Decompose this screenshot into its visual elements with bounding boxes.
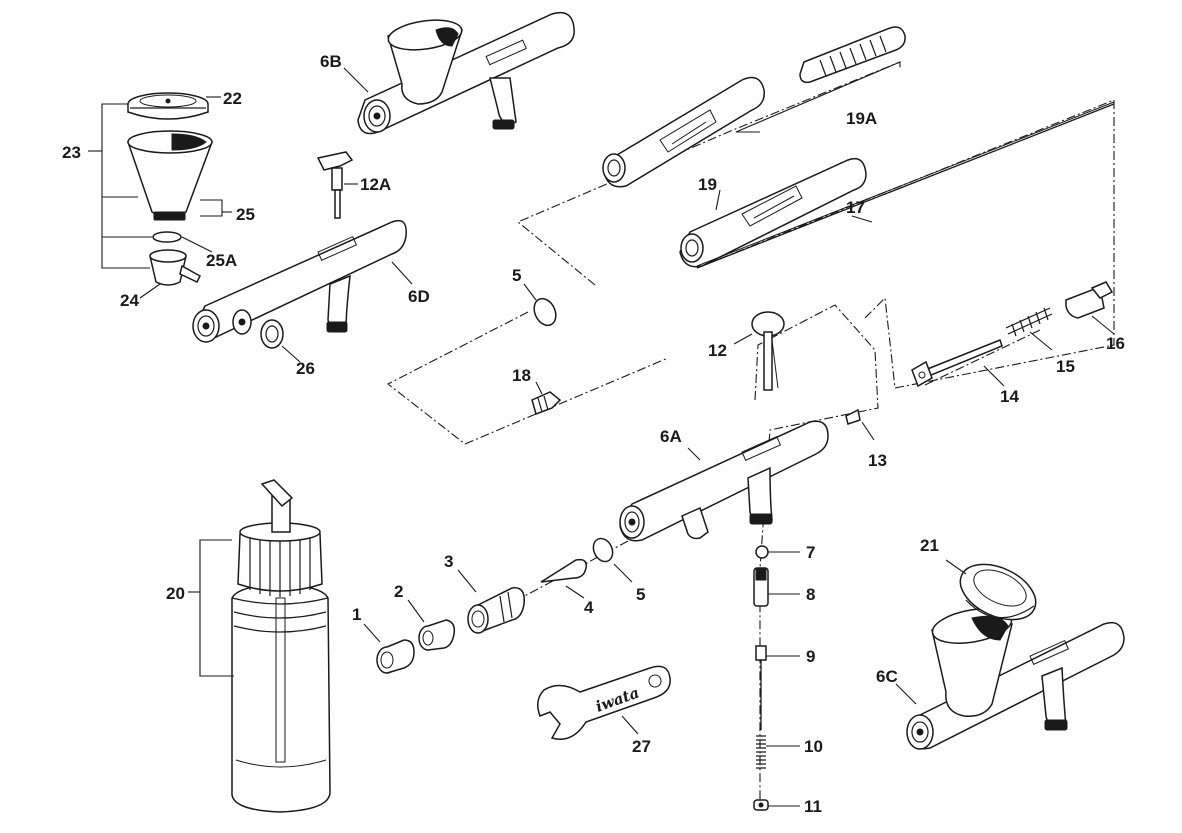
label-25: 25 (236, 205, 255, 224)
label-21: 21 (920, 536, 939, 555)
label-2: 2 (394, 582, 403, 601)
bottle-20 (231, 479, 331, 813)
label-10: 10 (804, 737, 823, 756)
o-ring-5-upper (533, 297, 557, 327)
label-23: 23 (62, 143, 81, 162)
part-16 (1065, 281, 1114, 319)
label-6b: 6B (320, 52, 342, 71)
label-14: 14 (1000, 387, 1019, 406)
label-19: 19 (698, 175, 717, 194)
label-6a: 6A (660, 427, 682, 446)
airbrush-body-6d (192, 219, 407, 349)
needle-17 (696, 101, 1115, 269)
label-13: 13 (868, 451, 887, 470)
airbrush-body-6a (619, 420, 829, 542)
label-26: 26 (296, 359, 315, 378)
airbrush-body-6b (357, 11, 575, 135)
label-12: 12 (708, 341, 727, 360)
label-24: 24 (120, 291, 139, 310)
part-18 (531, 391, 562, 415)
color-cup-assembly (127, 92, 213, 286)
label-25a: 25A (206, 251, 237, 270)
label-6d: 6D (408, 287, 430, 306)
trigger-12 (751, 311, 785, 391)
label-5-lower: 5 (636, 585, 645, 604)
airbrush-body-6c (906, 563, 1125, 750)
part-13 (845, 408, 861, 425)
label-20: 20 (166, 584, 185, 603)
handle-19a (602, 26, 906, 188)
label-5-upper: 5 (512, 266, 521, 285)
trigger-12a (316, 151, 354, 219)
leader-lines (88, 61, 1115, 807)
label-12a: 12A (360, 175, 391, 194)
label-27: 27 (632, 737, 651, 756)
nozzle-group (376, 558, 588, 674)
label-19a: 19A (846, 109, 877, 128)
spring-15 (1005, 307, 1053, 337)
handle-19 (679, 157, 867, 268)
label-7: 7 (806, 543, 815, 562)
label-15: 15 (1056, 357, 1075, 376)
label-8: 8 (806, 585, 815, 604)
label-1: 1 (352, 605, 361, 624)
label-6c: 6C (876, 667, 898, 686)
label-18: 18 (512, 366, 531, 385)
label-4: 4 (584, 598, 594, 617)
label-17: 17 (846, 198, 865, 217)
label-16: 16 (1106, 334, 1125, 353)
valve-parts-7-11 (753, 545, 769, 811)
label-3: 3 (444, 552, 453, 571)
part-14 (911, 339, 1003, 388)
o-ring-5-lower (592, 537, 614, 563)
label-22: 22 (223, 89, 242, 108)
wrench-27: iwata (537, 665, 671, 740)
part-labels: 6B 22 23 12A 19A 19 17 25 25A 24 6D 5 26… (62, 52, 1125, 816)
label-11: 11 (804, 797, 822, 816)
label-9: 9 (806, 647, 815, 666)
